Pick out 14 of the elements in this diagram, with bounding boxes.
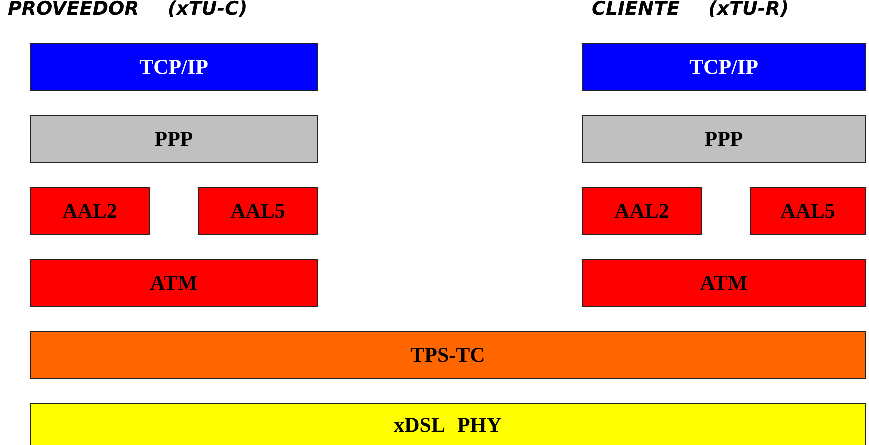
protocol-layer-box: TPS-TC: [30, 331, 866, 379]
protocol-layer-box: ATM: [30, 259, 318, 307]
protocol-layer-box: AAL5: [750, 187, 866, 235]
protocol-layer-box: TCP/IP: [582, 43, 866, 91]
protocol-layer-box: AAL5: [198, 187, 318, 235]
protocol-layer-box: PPP: [582, 115, 866, 163]
column-heading: PROVEEDOR (xTU-C): [8, 0, 248, 20]
protocol-layer-box: xDSL PHY: [30, 403, 866, 445]
protocol-layer-box: AAL2: [582, 187, 702, 235]
column-heading: CLIENTE (xTU-R): [592, 0, 790, 20]
protocol-layer-box: ATM: [582, 259, 866, 307]
protocol-layer-box: AAL2: [30, 187, 150, 235]
protocol-layer-box: PPP: [30, 115, 318, 163]
protocol-layer-box: TCP/IP: [30, 43, 318, 91]
